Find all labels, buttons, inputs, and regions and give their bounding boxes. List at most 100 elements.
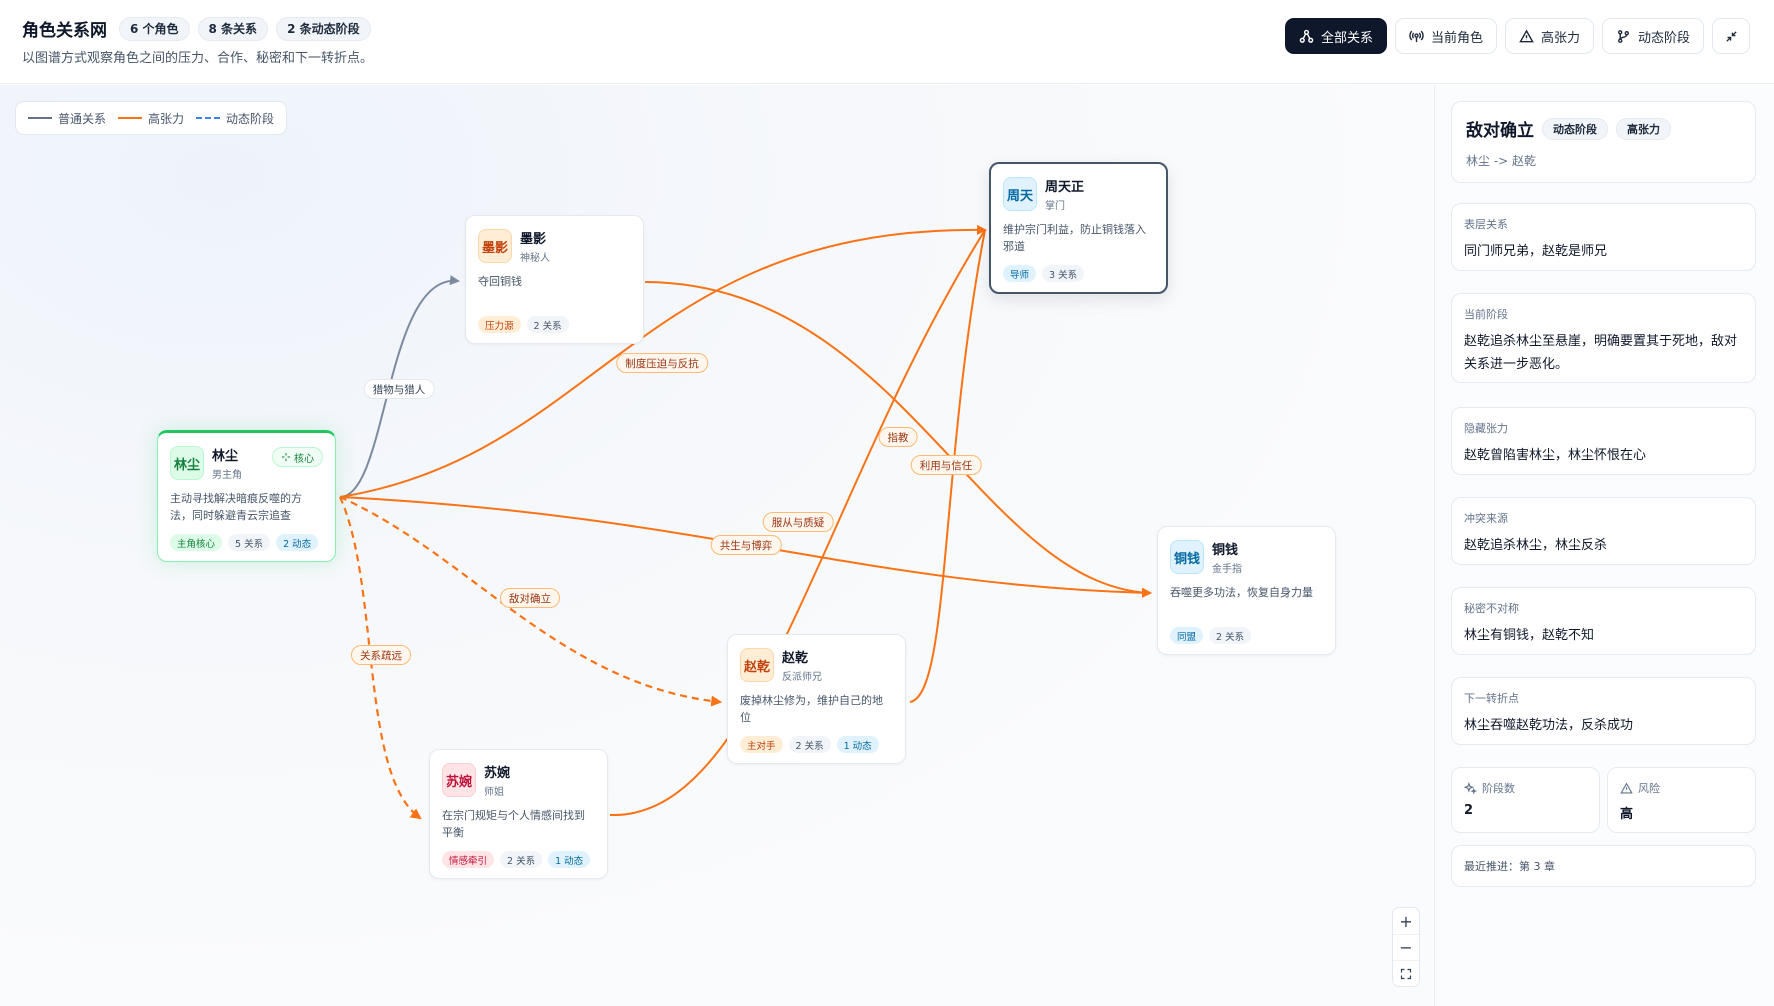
edge-guide[interactable]	[644, 281, 1152, 598]
node-suwan-header: 苏婉 苏婉 师姐	[442, 762, 595, 798]
high-tension-button[interactable]: 高张力	[1504, 18, 1594, 54]
latest-progress: 最近推进：第 3 章	[1464, 860, 1555, 873]
detail-card-next-turn: 下一转折点 林尘吞噬赵乾功法，反杀成功	[1451, 677, 1756, 745]
node-linchen-desc: 主动寻找解决暗痕反噬的方法，同时躲避青云宗追查	[170, 492, 302, 522]
warning-icon	[1519, 28, 1534, 42]
detail-hidden-tension-label: 隐藏张力	[1464, 422, 1508, 435]
node-moying-avatar: 墨影	[478, 229, 512, 263]
current-character-button[interactable]: 当前角色	[1394, 18, 1497, 54]
legend-tension-swatch	[118, 117, 143, 119]
node-zhaoqian-tag-role: 主对手	[740, 736, 783, 753]
node-zhaoqian-name: 赵乾	[782, 651, 809, 666]
node-zhoutianzheng-tag-relations: 3 关系	[1042, 265, 1085, 282]
relation-badge-tension: 高张力	[1616, 117, 1671, 140]
node-suwan-role: 师姐	[484, 787, 504, 798]
broadcast-icon	[1409, 30, 1424, 42]
legend-dynamic-label: 动态阶段	[226, 111, 275, 126]
detail-conflict-label: 冲突来源	[1464, 512, 1508, 525]
edge-system[interactable]	[339, 224, 987, 498]
relation-title: 敌对确立	[1466, 121, 1534, 141]
detail-conflict-value: 赵乾追杀林尘，林尘反杀	[1464, 538, 1608, 553]
detail-hidden-tension-value: 赵乾曾陷害林尘，林尘怀恨在心	[1464, 448, 1647, 463]
core-badge-label: 核心	[294, 453, 314, 465]
node-tongqian[interactable]: 铜钱 铜钱 金手指 吞噬更多功法，恢复自身力量 同盟 2 关系	[1157, 526, 1336, 655]
node-zhoutianzheng-avatar: 周天	[1003, 177, 1037, 211]
stat-risk-value: 高	[1620, 807, 1634, 822]
stat-stages: 阶段数 2	[1451, 767, 1600, 833]
stat-stages-label-row: 阶段数	[1464, 780, 1515, 796]
node-linchen[interactable]: 林尘 林尘 男主角 核心 主动寻找解决暗痕反噬的方法，同时躲避青云宗追查 主角核…	[157, 430, 336, 562]
edge-distrust[interactable]	[909, 229, 986, 703]
node-zhaoqian-tag-relations: 2 关系	[788, 736, 831, 753]
node-linchen-titles: 林尘 男主角	[212, 445, 242, 481]
node-linchen-role: 男主角	[212, 470, 242, 481]
node-suwan-titles: 苏婉 师姐	[484, 762, 510, 798]
node-moying[interactable]: 墨影 墨影 神秘人 夺回铜钱 压力源 2 关系	[465, 215, 644, 344]
detail-stage-value: 赵乾追杀林尘至悬崖，明确要置其于死地，敌对关系进一步恶化。	[1464, 334, 1738, 373]
detail-next-turn-value: 林尘吞噬赵乾功法，反杀成功	[1464, 718, 1634, 733]
page-title: 角色关系网	[22, 21, 107, 41]
sparkle-icon	[281, 452, 291, 462]
node-moying-tag-role: 压力源	[478, 316, 521, 333]
node-suwan-tag-dynamic: 1 动态	[548, 851, 591, 868]
all-relations-button[interactable]: 全部关系	[1284, 18, 1387, 54]
node-zhaoqian-role: 反派师兄	[782, 672, 822, 683]
node-zhoutianzheng-role: 掌门	[1045, 201, 1065, 212]
node-tongqian-header: 铜钱 铜钱 金手指	[1170, 539, 1323, 575]
fit-view-button[interactable]	[1393, 960, 1419, 986]
edge-label-obey[interactable]: 服从与质疑	[762, 512, 834, 532]
node-moying-header: 墨影 墨影 神秘人	[478, 228, 631, 264]
edge-label-distrust[interactable]: 利用与信任	[910, 455, 982, 475]
page-subtitle: 以图谱方式观察角色之间的压力、合作、秘密和下一转折点。	[22, 51, 374, 66]
zoom-controls: + −	[1392, 907, 1420, 987]
node-linchen-name: 林尘	[212, 449, 239, 464]
dynamic-stage-button[interactable]: 动态阶段	[1601, 18, 1704, 54]
node-suwan[interactable]: 苏婉 苏婉 师姐 在宗门规矩与个人情感间找到平衡 情感牵引 2 关系 1 动态	[429, 749, 608, 879]
node-moying-tags: 压力源 2 关系	[478, 316, 631, 333]
detail-card-secret: 秘密不对称 林尘有铜钱，赵乾不知	[1451, 587, 1756, 655]
detail-stage-label: 当前阶段	[1464, 308, 1508, 321]
zoom-in-button[interactable]: +	[1399, 911, 1413, 931]
node-tongqian-role: 金手指	[1212, 564, 1242, 575]
node-moying-desc: 夺回铜钱	[478, 275, 522, 288]
fit-view-icon	[1400, 968, 1412, 979]
node-zhaoqian[interactable]: 赵乾 赵乾 反派师兄 废掉林尘修为，维护自己的地位 主对手 2 关系 1 动态	[727, 634, 906, 764]
edge-label-system[interactable]: 制度压迫与反抗	[616, 353, 708, 373]
edge-label-symbiosis[interactable]: 共生与博弈	[710, 535, 782, 555]
edge-label-hunter[interactable]: 猎物与猎人	[363, 379, 435, 399]
node-zhaoqian-desc: 废掉林尘修为，维护自己的地位	[740, 694, 883, 724]
node-tongqian-tag-role: 同盟	[1170, 627, 1204, 644]
edge-legend: 普通关系 高张力 动态阶段	[15, 101, 288, 135]
collapse-button[interactable]	[1712, 18, 1750, 54]
edge-label-guide[interactable]: 指教	[878, 427, 918, 447]
detail-surface-label: 表层关系	[1464, 218, 1508, 231]
edge-label-alienation[interactable]: 关系疏远	[351, 645, 411, 665]
edge-alienation[interactable]	[338, 496, 422, 820]
node-zhoutianzheng-tags: 导师 3 关系	[1003, 265, 1154, 282]
graph-canvas[interactable]: 普通关系 高张力 动态阶段 猎物与猎人 制度压迫与反抗 指教 利用与信任 服从与…	[0, 85, 1433, 1006]
edge-obey[interactable]	[609, 229, 986, 817]
node-zhoutianzheng-name: 周天正	[1045, 180, 1085, 195]
warning-icon	[1620, 781, 1633, 794]
relation-detail-panel: 敌对确立 动态阶段 高张力 林尘 -> 赵乾 表层关系 同门师兄弟，赵乾是师兄 …	[1434, 85, 1774, 1006]
zoom-out-button[interactable]: −	[1393, 934, 1419, 960]
stat-risk-label-row: 风险	[1620, 780, 1660, 796]
node-suwan-tags: 情感牵引 2 关系 1 动态	[442, 851, 595, 868]
relation-title-row: 敌对确立 动态阶段 高张力	[1466, 116, 1671, 141]
current-character-label: 当前角色	[1430, 30, 1483, 46]
edge-label-hostile[interactable]: 敌对确立	[500, 588, 560, 608]
legend-tension: 高张力	[118, 110, 184, 127]
legend-tension-label: 高张力	[148, 111, 185, 126]
edge-hostile[interactable]	[339, 495, 723, 707]
latest-progress-card: 最近推进：第 3 章	[1451, 845, 1756, 887]
node-zhaoqian-tags: 主对手 2 关系 1 动态	[740, 736, 893, 753]
node-moying-titles: 墨影 神秘人	[520, 228, 550, 264]
node-moying-tag-relations: 2 关系	[526, 316, 569, 333]
legend-normal-label: 普通关系	[58, 111, 107, 126]
node-zhoutianzheng-tag-role: 导师	[1003, 265, 1037, 282]
node-zhoutianzheng[interactable]: 周天 周天正 掌门 维护宗门利益，防止铜钱落入邪道 导师 3 关系	[989, 162, 1168, 294]
node-linchen-avatar: 林尘	[170, 446, 204, 480]
stat-stages-label: 阶段数	[1482, 782, 1515, 795]
minimize-icon	[1725, 30, 1737, 42]
dynamic-count-pill: 2 条动态阶段	[276, 16, 371, 41]
